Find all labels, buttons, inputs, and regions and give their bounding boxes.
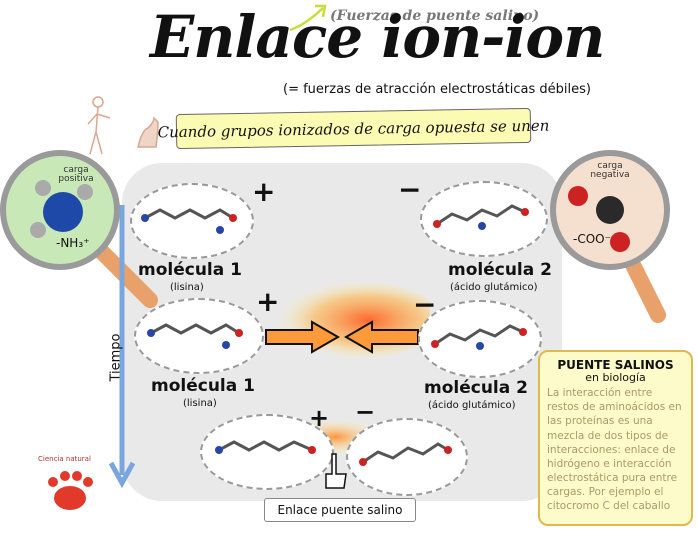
time-label: Tiempo — [108, 333, 124, 382]
page-title: Enlace ion-ion — [150, 3, 605, 71]
time-arrow-icon — [108, 205, 136, 489]
highlight-box: Cuando grupos ionizados de carga opuesta… — [157, 107, 550, 150]
molecule-2-row3 — [346, 418, 468, 496]
right-lens-group: -COO⁻ — [573, 232, 611, 246]
arrow-icon — [289, 4, 327, 32]
glutamate-model-icon — [431, 324, 527, 350]
row2-mol1-label: molécula 1 — [151, 376, 255, 396]
glutamate-model-icon — [433, 204, 529, 230]
molecule-1-row2 — [134, 298, 264, 374]
row1-minus: − — [398, 173, 422, 206]
lysine-model-icon — [141, 208, 237, 234]
magnifier-right — [550, 150, 670, 323]
info-title: PUENTE SALINOS — [557, 358, 674, 372]
figures-icon — [87, 96, 159, 155]
row3-minus: − — [355, 398, 376, 426]
lysine-model-icon — [215, 440, 316, 454]
row1-plus: + — [252, 175, 276, 208]
row2-mol1-sub: (lisina) — [183, 398, 217, 409]
row1-mol1-label: molécula 1 — [138, 260, 242, 280]
row2-plus: + — [256, 285, 280, 318]
footer-label: Enlace puente salino — [264, 498, 416, 522]
magnifier-left — [0, 150, 158, 308]
double-arrow-icon — [265, 320, 419, 354]
paw-logo-icon — [48, 471, 93, 510]
row2-mol2-label: molécula 2 — [424, 378, 528, 398]
glutamate-model-icon — [359, 442, 452, 466]
subtitle-top: (Fuerzas de puente salino) — [330, 8, 540, 24]
lysine-model-icon — [147, 323, 243, 349]
info-body: La interacción entre restos de aminoácid… — [547, 387, 682, 513]
row1-mol1-sub: (lisina) — [170, 282, 204, 293]
info-subtitle: en biología — [585, 371, 646, 384]
left-lens-group: -NH₃⁺ — [56, 236, 90, 250]
pointing-hand-icon — [325, 453, 347, 489]
logo-text: Ciencia natural — [38, 455, 91, 463]
row2-minus: − — [413, 288, 437, 321]
row3-plus: + — [309, 404, 330, 432]
info-box: PUENTE SALINOS en biología La interacció… — [538, 350, 693, 526]
left-lens-label: carga positiva — [58, 165, 94, 185]
molecule-2-row2 — [418, 300, 542, 378]
right-lens-label: carga negativa — [590, 161, 630, 181]
row2-mol2-sub: (ácido glutámico) — [428, 400, 516, 411]
row1-mol2-label: molécula 2 — [448, 260, 552, 280]
subtitle-equation: (= fuerzas de atracción electrostáticas … — [283, 82, 591, 97]
molecule-2-row1 — [420, 181, 548, 257]
row1-mol2-sub: (ácido glutámico) — [450, 282, 538, 293]
